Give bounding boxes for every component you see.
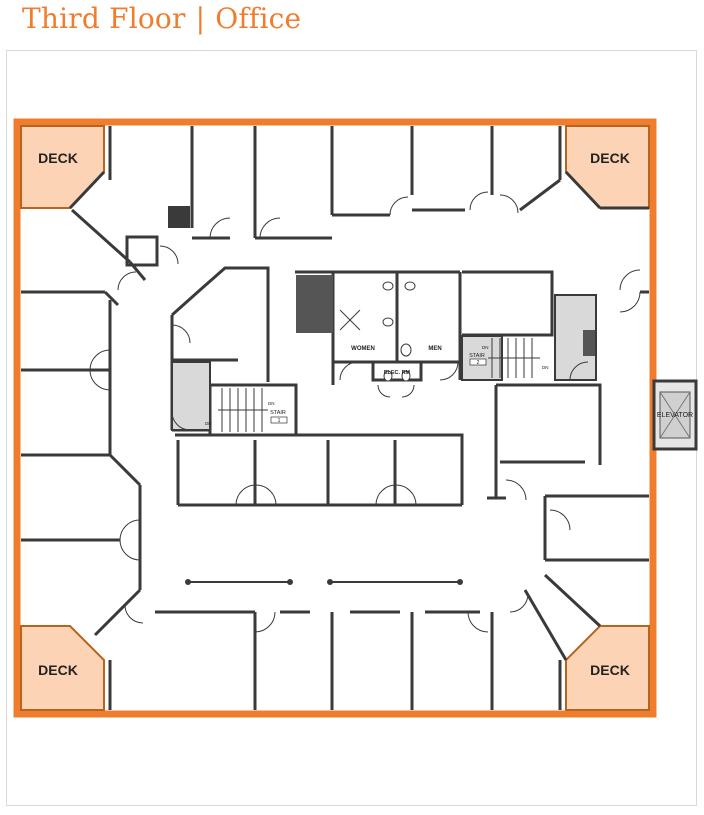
stair-1-number: 1 — [278, 418, 281, 424]
room-label-men: MEN — [428, 346, 441, 352]
stair-treads — [218, 338, 540, 432]
door-swings — [89, 191, 641, 633]
room-label-women: WOMEN — [351, 346, 375, 352]
perimeter-walls — [21, 126, 649, 710]
room-label-stair-1: STAIR — [270, 410, 286, 416]
stair-down-label: DN — [482, 345, 489, 350]
elevator-label: ELEVATOR — [657, 412, 693, 419]
corridor-rails — [185, 579, 463, 585]
stair-down-label: DN — [268, 401, 275, 406]
room-label-elec: ELEC. RM — [384, 370, 411, 376]
core-walls — [170, 266, 602, 507]
floor-name: Third Floor — [22, 2, 186, 35]
elevator[interactable]: ELEVATOR — [652, 379, 698, 451]
deck-label: DECK — [590, 662, 630, 678]
deck-label: DECK — [590, 150, 630, 166]
deck-bottom-left[interactable]: DECK — [20, 625, 105, 711]
deck-label: DECK — [38, 150, 78, 166]
restroom-fixtures — [339, 281, 416, 382]
floor-use: Office — [215, 2, 302, 35]
deck-top-left[interactable]: DECK — [20, 125, 105, 209]
room-label-stair-2: STAIR — [469, 353, 485, 359]
title-separator: | — [195, 2, 206, 35]
page-title: Third Floor | Office — [22, 2, 301, 35]
building-outline — [13, 118, 657, 718]
stair-down-label: DN — [205, 421, 212, 426]
stair-2-number: 2 — [477, 360, 480, 366]
service-areas — [168, 206, 597, 431]
inner-door-swings — [171, 324, 589, 531]
deck-label: DECK — [38, 662, 78, 678]
deck-bottom-right[interactable]: DECK — [565, 625, 650, 711]
stair-down-label: DN — [542, 365, 549, 370]
